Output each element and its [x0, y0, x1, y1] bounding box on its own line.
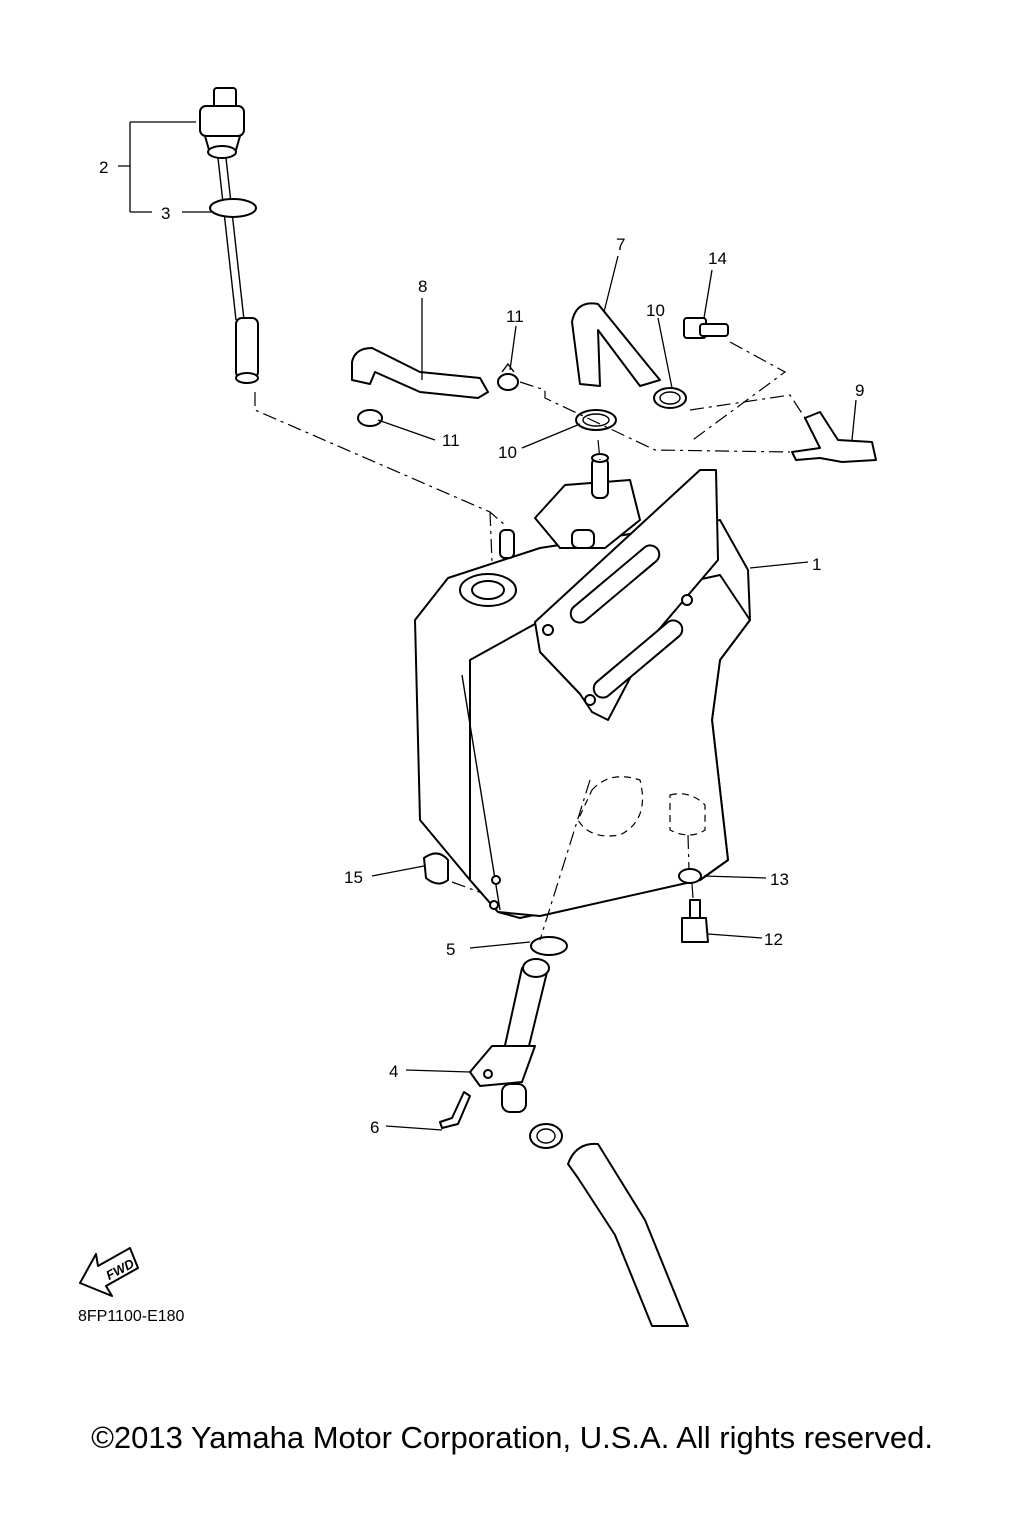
callout-13: 13: [770, 870, 789, 889]
hose-clamp-11a: [497, 362, 519, 391]
callout-4: 4: [389, 1062, 398, 1081]
bolt-12: [681, 899, 709, 943]
callout-8: 8: [418, 277, 427, 296]
washer-13: [678, 868, 702, 884]
callout-12: 12: [764, 930, 783, 949]
oil-tank: [414, 453, 751, 919]
oil-level-gauge: [199, 87, 259, 384]
hose-lower: [567, 1142, 689, 1327]
callout-15: 15: [344, 868, 363, 887]
diagram-code: 8FP1100-E180: [78, 1308, 185, 1325]
callout-1: 1: [812, 555, 821, 574]
bolt-6: [439, 1091, 471, 1129]
copyright-notice: ©2013 Yamaha Motor Corporation, U.S.A. A…: [91, 1420, 933, 1455]
hose-7: [571, 302, 661, 387]
callout-5: 5: [446, 940, 455, 959]
callout-14: 14: [708, 249, 727, 268]
hose-clamp-11b: [357, 409, 383, 427]
callout-10b: 10: [498, 443, 517, 462]
callout-7: 7: [616, 235, 625, 254]
hose-clamp-10b: [575, 409, 617, 431]
hose-8: [351, 347, 489, 399]
callout-11b: 11: [442, 431, 460, 450]
fwd-arrow-icon: FWD: [79, 1247, 139, 1297]
grommet-15: [423, 852, 449, 885]
callout-3: 3: [161, 204, 170, 223]
callout-10a: 10: [646, 301, 665, 320]
callout-9: 9: [855, 381, 864, 400]
callout-2: 2: [99, 158, 108, 177]
o-ring-3: [209, 198, 257, 218]
leader-lines: [118, 121, 857, 1131]
o-ring-5: [530, 936, 568, 956]
hose-clamp-10a: [653, 387, 687, 409]
hose-clamp-lower: [529, 1123, 563, 1149]
bolt-14: [683, 317, 729, 339]
joint-9: [791, 411, 877, 463]
oil-strainer-pipe-4: [469, 958, 550, 1113]
callout-11a: 11: [506, 307, 524, 326]
callout-6: 6: [370, 1118, 379, 1137]
